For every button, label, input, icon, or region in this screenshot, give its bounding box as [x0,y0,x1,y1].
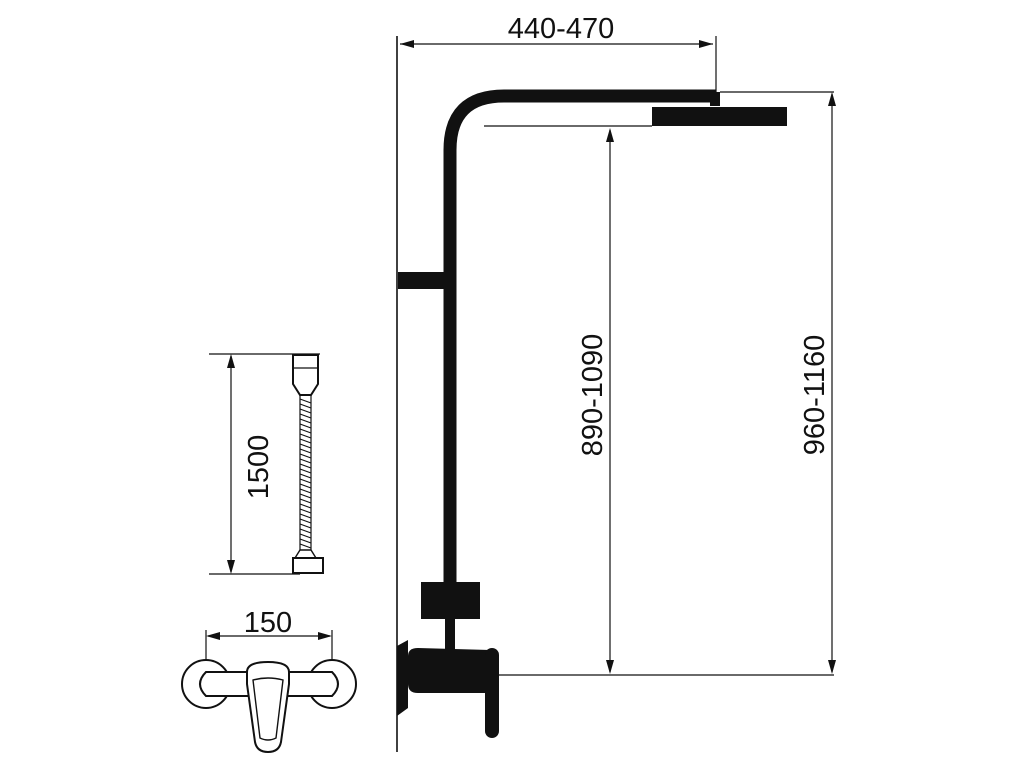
diverter-block [421,582,480,619]
mixer-front-view [181,659,357,754]
hose-coil [299,398,312,549]
shower-head [652,92,787,126]
shower-column [398,89,716,616]
shower-hose [292,354,324,574]
head-height-label: 890-1090 [577,334,609,457]
mixer-width-label: 150 [244,607,292,639]
width-dimension: 440-470 [400,13,717,92]
total-height-label: 960-1160 [799,335,831,455]
wall-bracket [398,272,455,289]
width-dimension-label: 440-470 [508,13,614,45]
mixer-side-view [397,618,499,738]
mixer-width-dimension: 150 [205,607,333,668]
total-height-dimension: 960-1160 [799,92,836,674]
head-height-dimension: 890-1090 [577,128,614,674]
hose-length-dimension: 1500 [209,353,320,575]
hose-length-label: 1500 [243,435,275,500]
